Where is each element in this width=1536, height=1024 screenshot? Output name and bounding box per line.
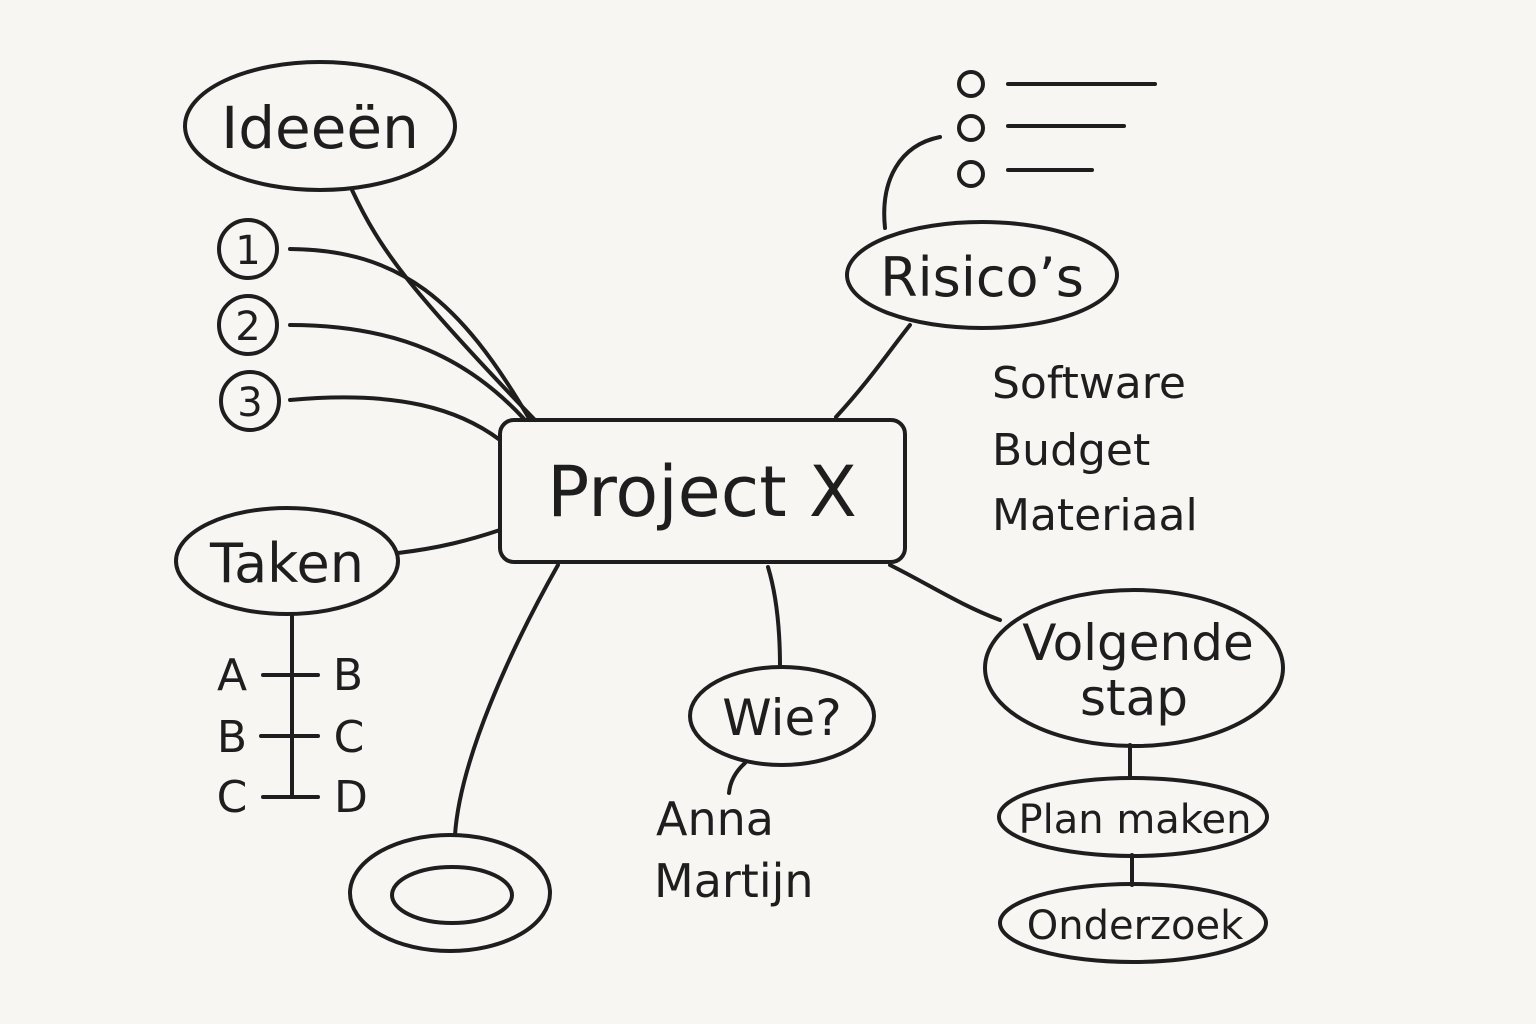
bullet-icon bbox=[957, 160, 985, 188]
step-label: Onderzoek bbox=[1027, 903, 1244, 949]
idea-item-1[interactable]: 1 bbox=[217, 218, 279, 280]
numbered-circle-icon bbox=[217, 294, 279, 356]
person-name: Anna bbox=[656, 792, 774, 846]
person-name: Martijn bbox=[654, 854, 814, 908]
task-right: D bbox=[334, 772, 368, 823]
connector-idea-1 bbox=[288, 247, 532, 422]
risks-node-ellipse bbox=[845, 220, 1119, 330]
idea-item-number: 3 bbox=[237, 380, 262, 426]
idea-item-number: 2 bbox=[235, 304, 260, 350]
risks-node[interactable]: Risico’s bbox=[845, 220, 1119, 330]
connector-next bbox=[888, 563, 1002, 622]
task-left: A bbox=[217, 650, 247, 701]
connector-idea-3 bbox=[288, 395, 502, 442]
empty-node[interactable] bbox=[348, 833, 552, 953]
central-node[interactable]: Project X bbox=[498, 418, 907, 564]
connector-tasks bbox=[396, 528, 502, 555]
connector-risks-list bbox=[882, 135, 942, 230]
empty-node-outer-ellipse bbox=[348, 833, 552, 953]
risks-items: Software Budget Materiaal bbox=[992, 358, 1198, 541]
tasks-node-ellipse bbox=[174, 506, 400, 616]
next-step-node[interactable]: Volgende stap bbox=[983, 588, 1285, 748]
idea-item-2[interactable]: 2 bbox=[217, 294, 279, 356]
next-step-node-ellipse bbox=[983, 588, 1285, 748]
next-step-label-line2: stap bbox=[1080, 669, 1188, 727]
risks-node-label: Risico’s bbox=[880, 246, 1084, 309]
step-ellipse bbox=[997, 776, 1269, 858]
task-left: C bbox=[217, 772, 248, 823]
step-label: Plan maken bbox=[1019, 797, 1252, 843]
who-node-label: Wie? bbox=[722, 689, 842, 747]
idea-item-number: 1 bbox=[235, 228, 260, 274]
next-step-label-line1: Volgende bbox=[1022, 614, 1254, 672]
tasks-ladder: A B B C C D bbox=[217, 612, 368, 823]
risk-item: Budget bbox=[992, 425, 1150, 476]
task-right: C bbox=[334, 712, 365, 763]
connector-who-people bbox=[727, 761, 747, 795]
risk-item: Materiaal bbox=[992, 490, 1198, 541]
task-right: B bbox=[333, 650, 363, 701]
who-node[interactable]: Wie? bbox=[688, 665, 876, 767]
idea-item-3[interactable]: 3 bbox=[219, 370, 281, 432]
tasks-node[interactable]: Taken bbox=[174, 506, 400, 616]
bullet-icon bbox=[957, 70, 985, 98]
numbered-circle-icon bbox=[219, 370, 281, 432]
bullet-list-icon bbox=[957, 70, 1157, 188]
ideas-node[interactable]: Ideeën bbox=[183, 60, 457, 192]
who-people: Anna Martijn bbox=[654, 792, 814, 908]
connector-who bbox=[766, 565, 782, 669]
ideas-node-ellipse bbox=[183, 60, 457, 192]
ideas-node-label: Ideeën bbox=[221, 94, 419, 162]
connectors bbox=[288, 135, 1134, 887]
step-onderzoek[interactable]: Onderzoek bbox=[998, 882, 1268, 964]
step-ellipse bbox=[998, 882, 1268, 964]
tasks-node-label: Taken bbox=[209, 532, 364, 595]
step-plan-maken[interactable]: Plan maken bbox=[997, 776, 1269, 858]
connector-empty bbox=[453, 563, 560, 837]
bullet-icon bbox=[957, 114, 985, 142]
connector-risks bbox=[834, 323, 912, 419]
connector-idea-2 bbox=[288, 323, 527, 422]
risk-item: Software bbox=[992, 358, 1186, 409]
central-node-box bbox=[498, 418, 907, 564]
who-node-ellipse bbox=[688, 665, 876, 767]
numbered-circle-icon bbox=[217, 218, 279, 280]
empty-node-inner-ellipse bbox=[390, 865, 514, 925]
task-left: B bbox=[217, 712, 247, 763]
central-node-label: Project X bbox=[547, 451, 857, 533]
